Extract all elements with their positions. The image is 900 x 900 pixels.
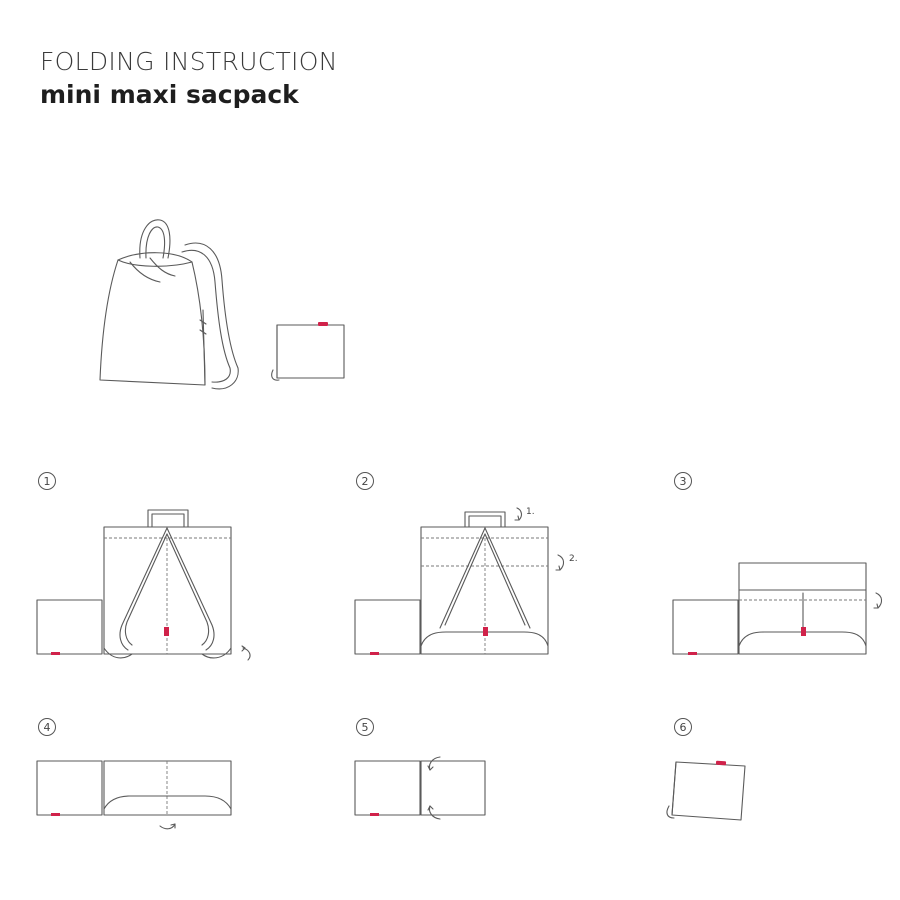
arrow-label: 2. bbox=[569, 554, 578, 564]
folded-pouch-illustration bbox=[271, 322, 345, 381]
step-3: 3 bbox=[672, 472, 883, 655]
page-title: FOLDING INSTRUCTION bbox=[40, 47, 338, 76]
step-number-badge bbox=[356, 472, 374, 490]
step-number-badge bbox=[674, 718, 692, 736]
step-number-badge bbox=[38, 472, 56, 490]
step-5: 5 bbox=[354, 718, 486, 820]
step-number-badge bbox=[38, 718, 56, 736]
step-number: 3 bbox=[680, 475, 687, 488]
step-6: 6 bbox=[666, 718, 746, 821]
step-number-badge bbox=[674, 472, 692, 490]
step-number: 5 bbox=[362, 721, 369, 734]
step-4: 4 bbox=[36, 718, 232, 830]
step-number: 2 bbox=[362, 475, 369, 488]
step-number: 6 bbox=[680, 721, 687, 734]
product-name: mini maxi sacpack bbox=[40, 80, 299, 109]
step-1: 1 bbox=[36, 472, 251, 661]
step-2: 2 1. 2. bbox=[354, 472, 578, 655]
step-number: 1 bbox=[44, 475, 51, 488]
backpack-illustration bbox=[99, 219, 239, 390]
step-number-badge bbox=[356, 718, 374, 736]
arrow-label: 1. bbox=[526, 507, 535, 517]
step-number: 4 bbox=[44, 721, 51, 734]
